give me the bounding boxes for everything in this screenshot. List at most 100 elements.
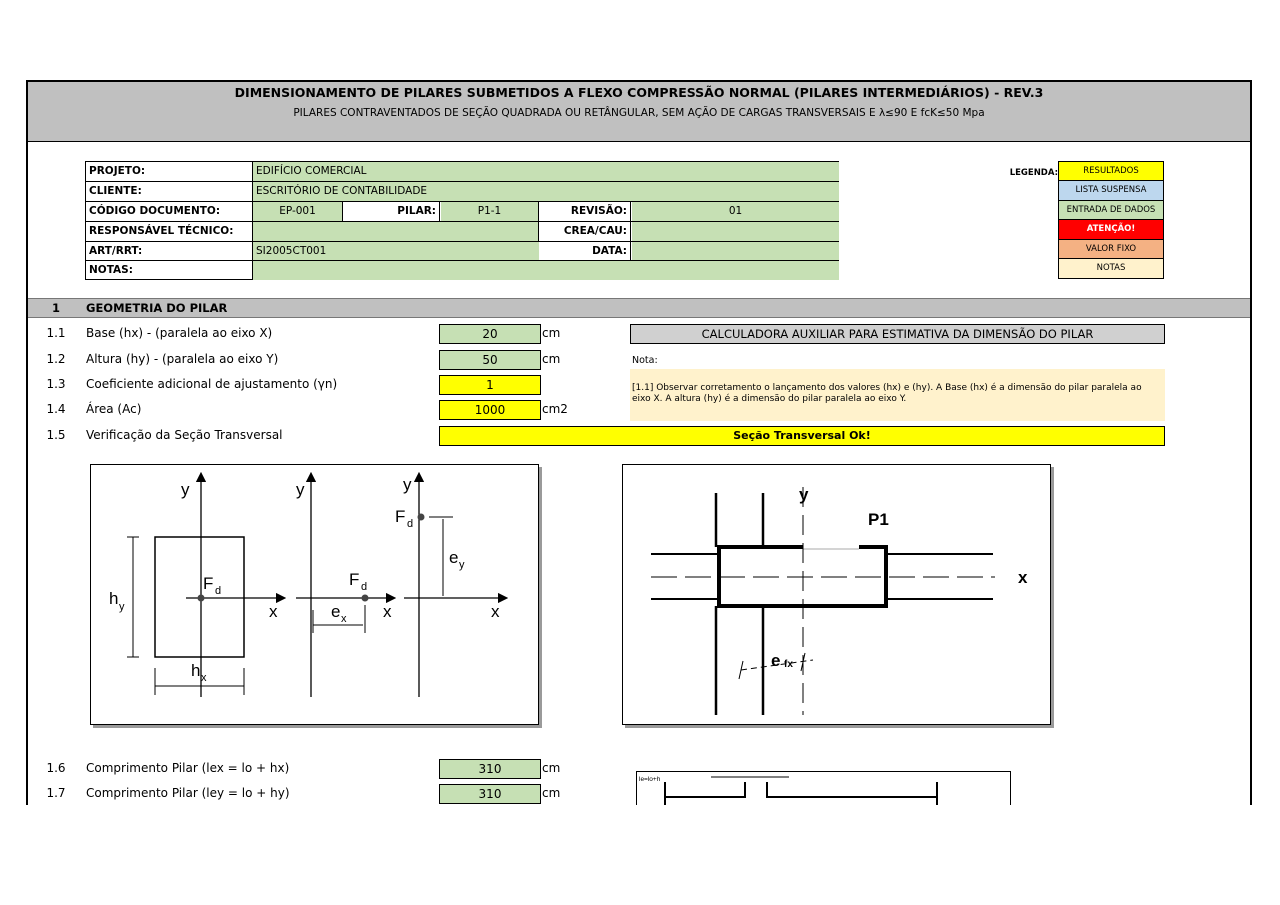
fig2-pilar-label: P1: [868, 510, 889, 529]
figure-plan-p1: y x P1 e fx: [622, 464, 1051, 725]
row-num-1-4: 1.4: [46, 402, 66, 416]
fig1-axis-y-1: y: [181, 480, 190, 499]
fig1-ex-sub: x: [341, 613, 347, 625]
note-box: [1.1] Observar corretamento o lançamento…: [630, 369, 1165, 421]
label-area-ac: Área (Ac): [86, 402, 142, 416]
notas-label: NOTAS:: [89, 264, 133, 276]
label-comprimento-lex: Comprimento Pilar (lex = lo + hx): [86, 761, 290, 775]
force-point: [197, 594, 205, 602]
legend-resultados: RESULTADOS: [1059, 162, 1163, 181]
section-diagram: y x F d h y h x y x F d e x: [109, 471, 509, 697]
crea-field[interactable]: [632, 222, 839, 241]
unit-base-hx: cm: [542, 326, 561, 340]
fig2-axis-x: x: [1018, 568, 1028, 587]
plan-diagram: y x P1 e fx: [651, 485, 1028, 715]
force-point-2: [361, 594, 369, 602]
crea-label: CREA/CAU:: [540, 222, 631, 241]
spreadsheet: DIMENSIONAMENTO DE PILARES SUBMETIDOS A …: [26, 80, 1252, 805]
fig1-hy-sub: y: [119, 601, 125, 613]
fig1-ey-label: e: [449, 548, 458, 567]
fig1-hx-label: h: [191, 661, 200, 680]
result-coeficiente-yn: 1: [439, 375, 541, 395]
result-area-ac: 1000: [439, 400, 541, 420]
legend-label: LEGENDA:: [1009, 168, 1058, 178]
fig1-axis-x-1: x: [269, 602, 278, 621]
force-point-3: [417, 513, 425, 521]
fig1-fd-label-1: F: [203, 574, 213, 593]
fig1-fd-sub-2: d: [361, 581, 367, 593]
figure-length: le=lo+h: [636, 771, 1011, 805]
pilar-label: PILAR:: [344, 202, 440, 221]
notas-field[interactable]: [253, 261, 839, 280]
fig1-hx-sub: x: [201, 672, 207, 684]
fig1-fd-label-3: F: [395, 507, 405, 526]
page-subtitle: PILARES CONTRAVENTADOS DE SEÇÃO QUADRADA…: [293, 107, 985, 119]
art-field[interactable]: SI2005CT001: [253, 242, 539, 260]
legend-lista-suspensa: LISTA SUSPENSA: [1059, 181, 1163, 201]
row-num-1-3: 1.3: [46, 377, 66, 391]
section-title: GEOMETRIA DO PILAR: [86, 301, 228, 315]
responsavel-field[interactable]: [253, 222, 539, 241]
fig1-axis-y-3: y: [403, 475, 412, 494]
fig2-efx-label: e: [771, 651, 780, 670]
fig1-axis-x-2: x: [383, 602, 392, 621]
fig2-axis-y: y: [799, 485, 809, 504]
projeto-label: PROJETO:: [89, 165, 146, 177]
fig2-efx-sub: fx: [784, 659, 793, 670]
label-coeficiente-yn: Coeficiente adicional de ajustamento (γn…: [86, 377, 338, 391]
data-label: DATA:: [540, 242, 631, 260]
projeto-field[interactable]: EDIFÍCIO COMERCIAL: [253, 162, 839, 181]
row-num-1-6: 1.6: [46, 761, 66, 775]
note-text: [1.1] Observar corretamento o lançamento…: [632, 383, 1142, 404]
project-table: PROJETO: EDIFÍCIO COMERCIAL CLIENTE: ESC…: [85, 161, 839, 280]
cliente-field[interactable]: ESCRITÓRIO DE CONTABILIDADE: [253, 182, 839, 201]
section-geometria-bar: 1 GEOMETRIA DO PILAR: [28, 298, 1250, 318]
legend: RESULTADOS LISTA SUSPENSA ENTRADA DE DAD…: [1058, 161, 1164, 279]
input-comprimento-lex[interactable]: 310: [439, 759, 541, 779]
revisao-field[interactable]: 01: [632, 202, 839, 221]
fig3-label: le=lo+h: [639, 776, 661, 783]
unit-comprimento-lex: cm: [542, 761, 561, 775]
page-title: DIMENSIONAMENTO DE PILARES SUBMETIDOS A …: [234, 85, 1044, 100]
label-base-hx: Base (hx) - (paralela ao eixo X): [86, 326, 273, 340]
fig1-hy-label: h: [109, 589, 118, 608]
result-verificacao: Seção Transversal Ok!: [439, 426, 1165, 446]
label-altura-hy: Altura (hy) - (paralela ao eixo Y): [86, 352, 279, 366]
calculator-button[interactable]: CALCULADORA AUXILIAR PARA ESTIMATIVA DA …: [630, 324, 1165, 344]
fig1-axis-y-2: y: [296, 480, 305, 499]
data-field[interactable]: [632, 242, 839, 260]
revisao-label: REVISÃO:: [540, 202, 631, 221]
legend-notas: NOTAS: [1059, 259, 1163, 278]
input-comprimento-ley[interactable]: 310: [439, 784, 541, 804]
length-diagram: le=lo+h: [639, 776, 938, 805]
codigo-field[interactable]: EP-001: [253, 202, 343, 221]
input-altura-hy[interactable]: 50: [439, 350, 541, 370]
row-num-1-5: 1.5: [46, 428, 66, 442]
label-comprimento-ley: Comprimento Pilar (ley = lo + hy): [86, 786, 290, 800]
fig1-fd-sub-1: d: [215, 585, 221, 597]
responsavel-label: RESPONSÁVEL TÉCNICO:: [89, 225, 234, 237]
unit-area-ac: cm2: [542, 402, 568, 416]
fig1-ey-sub: y: [459, 559, 465, 571]
unit-comprimento-ley: cm: [542, 786, 561, 800]
codigo-label: CÓDIGO DOCUMENTO:: [89, 205, 221, 217]
input-base-hx[interactable]: 20: [439, 324, 541, 344]
section-number: 1: [51, 301, 60, 315]
fig1-axis-x-3: x: [491, 602, 500, 621]
fig1-fd-sub-3: d: [407, 518, 413, 530]
row-num-1-2: 1.2: [46, 352, 66, 366]
unit-altura-hy: cm: [542, 352, 561, 366]
row-num-1-7: 1.7: [46, 786, 66, 800]
pilar-field[interactable]: P1-1: [441, 202, 539, 221]
figure-section-eccentricity: y x F d h y h x y x F d e x: [90, 464, 539, 725]
legend-atencao: ATENÇÃO!: [1059, 220, 1163, 240]
legend-entrada-dados: ENTRADA DE DADOS: [1059, 201, 1163, 220]
header-band: DIMENSIONAMENTO DE PILARES SUBMETIDOS A …: [28, 82, 1250, 142]
cliente-label: CLIENTE:: [89, 185, 142, 197]
art-label: ART/RRT:: [89, 245, 143, 257]
fig1-fd-label-2: F: [349, 570, 359, 589]
label-verificacao: Verificação da Seção Transversal: [86, 428, 283, 442]
row-num-1-1: 1.1: [46, 326, 66, 340]
legend-valor-fixo: VALOR FIXO: [1059, 240, 1163, 259]
fig1-ex-label: e: [331, 602, 340, 621]
